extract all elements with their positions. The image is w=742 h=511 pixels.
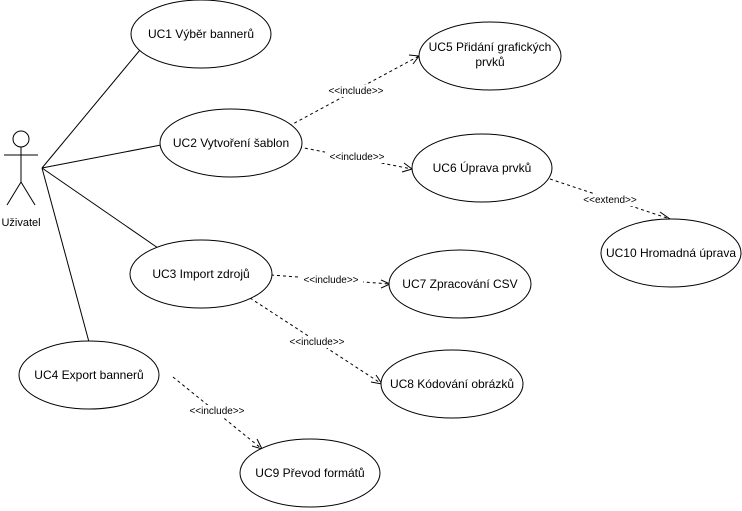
use-case-uc3[interactable]: UC3 Import zdrojů: [129, 239, 273, 309]
use-case-uc6-label: UC6 Úprava prvků: [433, 160, 532, 175]
arrowhead-uc5: [408, 54, 420, 65]
use-case-uc1[interactable]: UC1 Výběr bannerů: [130, 0, 272, 69]
use-case-uc9[interactable]: UC9 Převod formátů: [239, 438, 381, 508]
use-case-uc10[interactable]: UC10 Hromadná úprava: [600, 218, 742, 288]
include-uc4-uc9: [172, 376, 263, 450]
include-uc2-uc6: [298, 146, 413, 170]
relation-label-uc3-uc8: <<include>>: [289, 337, 344, 348]
use-case-uc5-label-line2: prvků: [475, 55, 504, 69]
actor-stick-figure-icon: [4, 130, 38, 206]
use-case-uc3-label: UC3 Import zdrojů: [152, 267, 249, 281]
include-uc3-uc7: [270, 274, 391, 285]
relation-label-uc2-uc5: <<include>>: [328, 86, 383, 97]
association-uc3: [41, 167, 159, 249]
use-case-uc4-label: UC4 Export bannerů: [34, 368, 143, 382]
use-case-uc5[interactable]: UC5 Přidání grafických prvků: [418, 21, 562, 91]
relation-label-uc4-uc9: <<include>>: [189, 406, 244, 417]
use-case-uc5-label-line1: UC5 Přidání grafických: [429, 40, 552, 54]
use-case-uc10-label: UC10 Hromadná úprava: [606, 246, 736, 260]
use-case-uc2-label: UC2 Vytvoření šablon: [173, 136, 289, 150]
relation-label-uc2-uc6: <<include>>: [329, 152, 384, 163]
relation-labels: <<include>> <<include>> <<extend>> <<inc…: [185, 85, 640, 417]
actor-label: Uživatel: [1, 217, 40, 229]
arrowhead-uc6: [401, 162, 414, 173]
relation-label-uc6-uc10: <<extend>>: [583, 195, 637, 206]
use-case-uc6[interactable]: UC6 Úprava prvků: [411, 133, 553, 203]
association-lines: [41, 49, 162, 343]
use-case-uc7-label: UC7 Zpracování CSV: [402, 277, 517, 291]
use-case-uc8-label: UC8 Kódování obrázků: [390, 377, 514, 391]
use-case-uc1-label: UC1 Výběr bannerů: [148, 27, 254, 41]
arrowhead-uc8: [370, 374, 384, 385]
use-case-uc9-label: UC9 Převod formátů: [255, 466, 364, 480]
use-case-uc8[interactable]: UC8 Kódování obrázků: [380, 349, 524, 419]
association-uc1: [41, 49, 141, 169]
association-uc4: [41, 167, 90, 343]
use-case-uc7[interactable]: UC7 Zpracování CSV: [388, 249, 532, 319]
use-case-uc4[interactable]: UC4 Export bannerů: [18, 340, 160, 410]
relation-label-uc3-uc7: <<include>>: [303, 275, 358, 286]
association-uc2: [41, 144, 162, 169]
arrowhead-uc9: [251, 438, 263, 450]
use-case-uc2[interactable]: UC2 Vytvoření šablon: [159, 108, 303, 178]
actor[interactable]: Uživatel: [1, 130, 41, 229]
